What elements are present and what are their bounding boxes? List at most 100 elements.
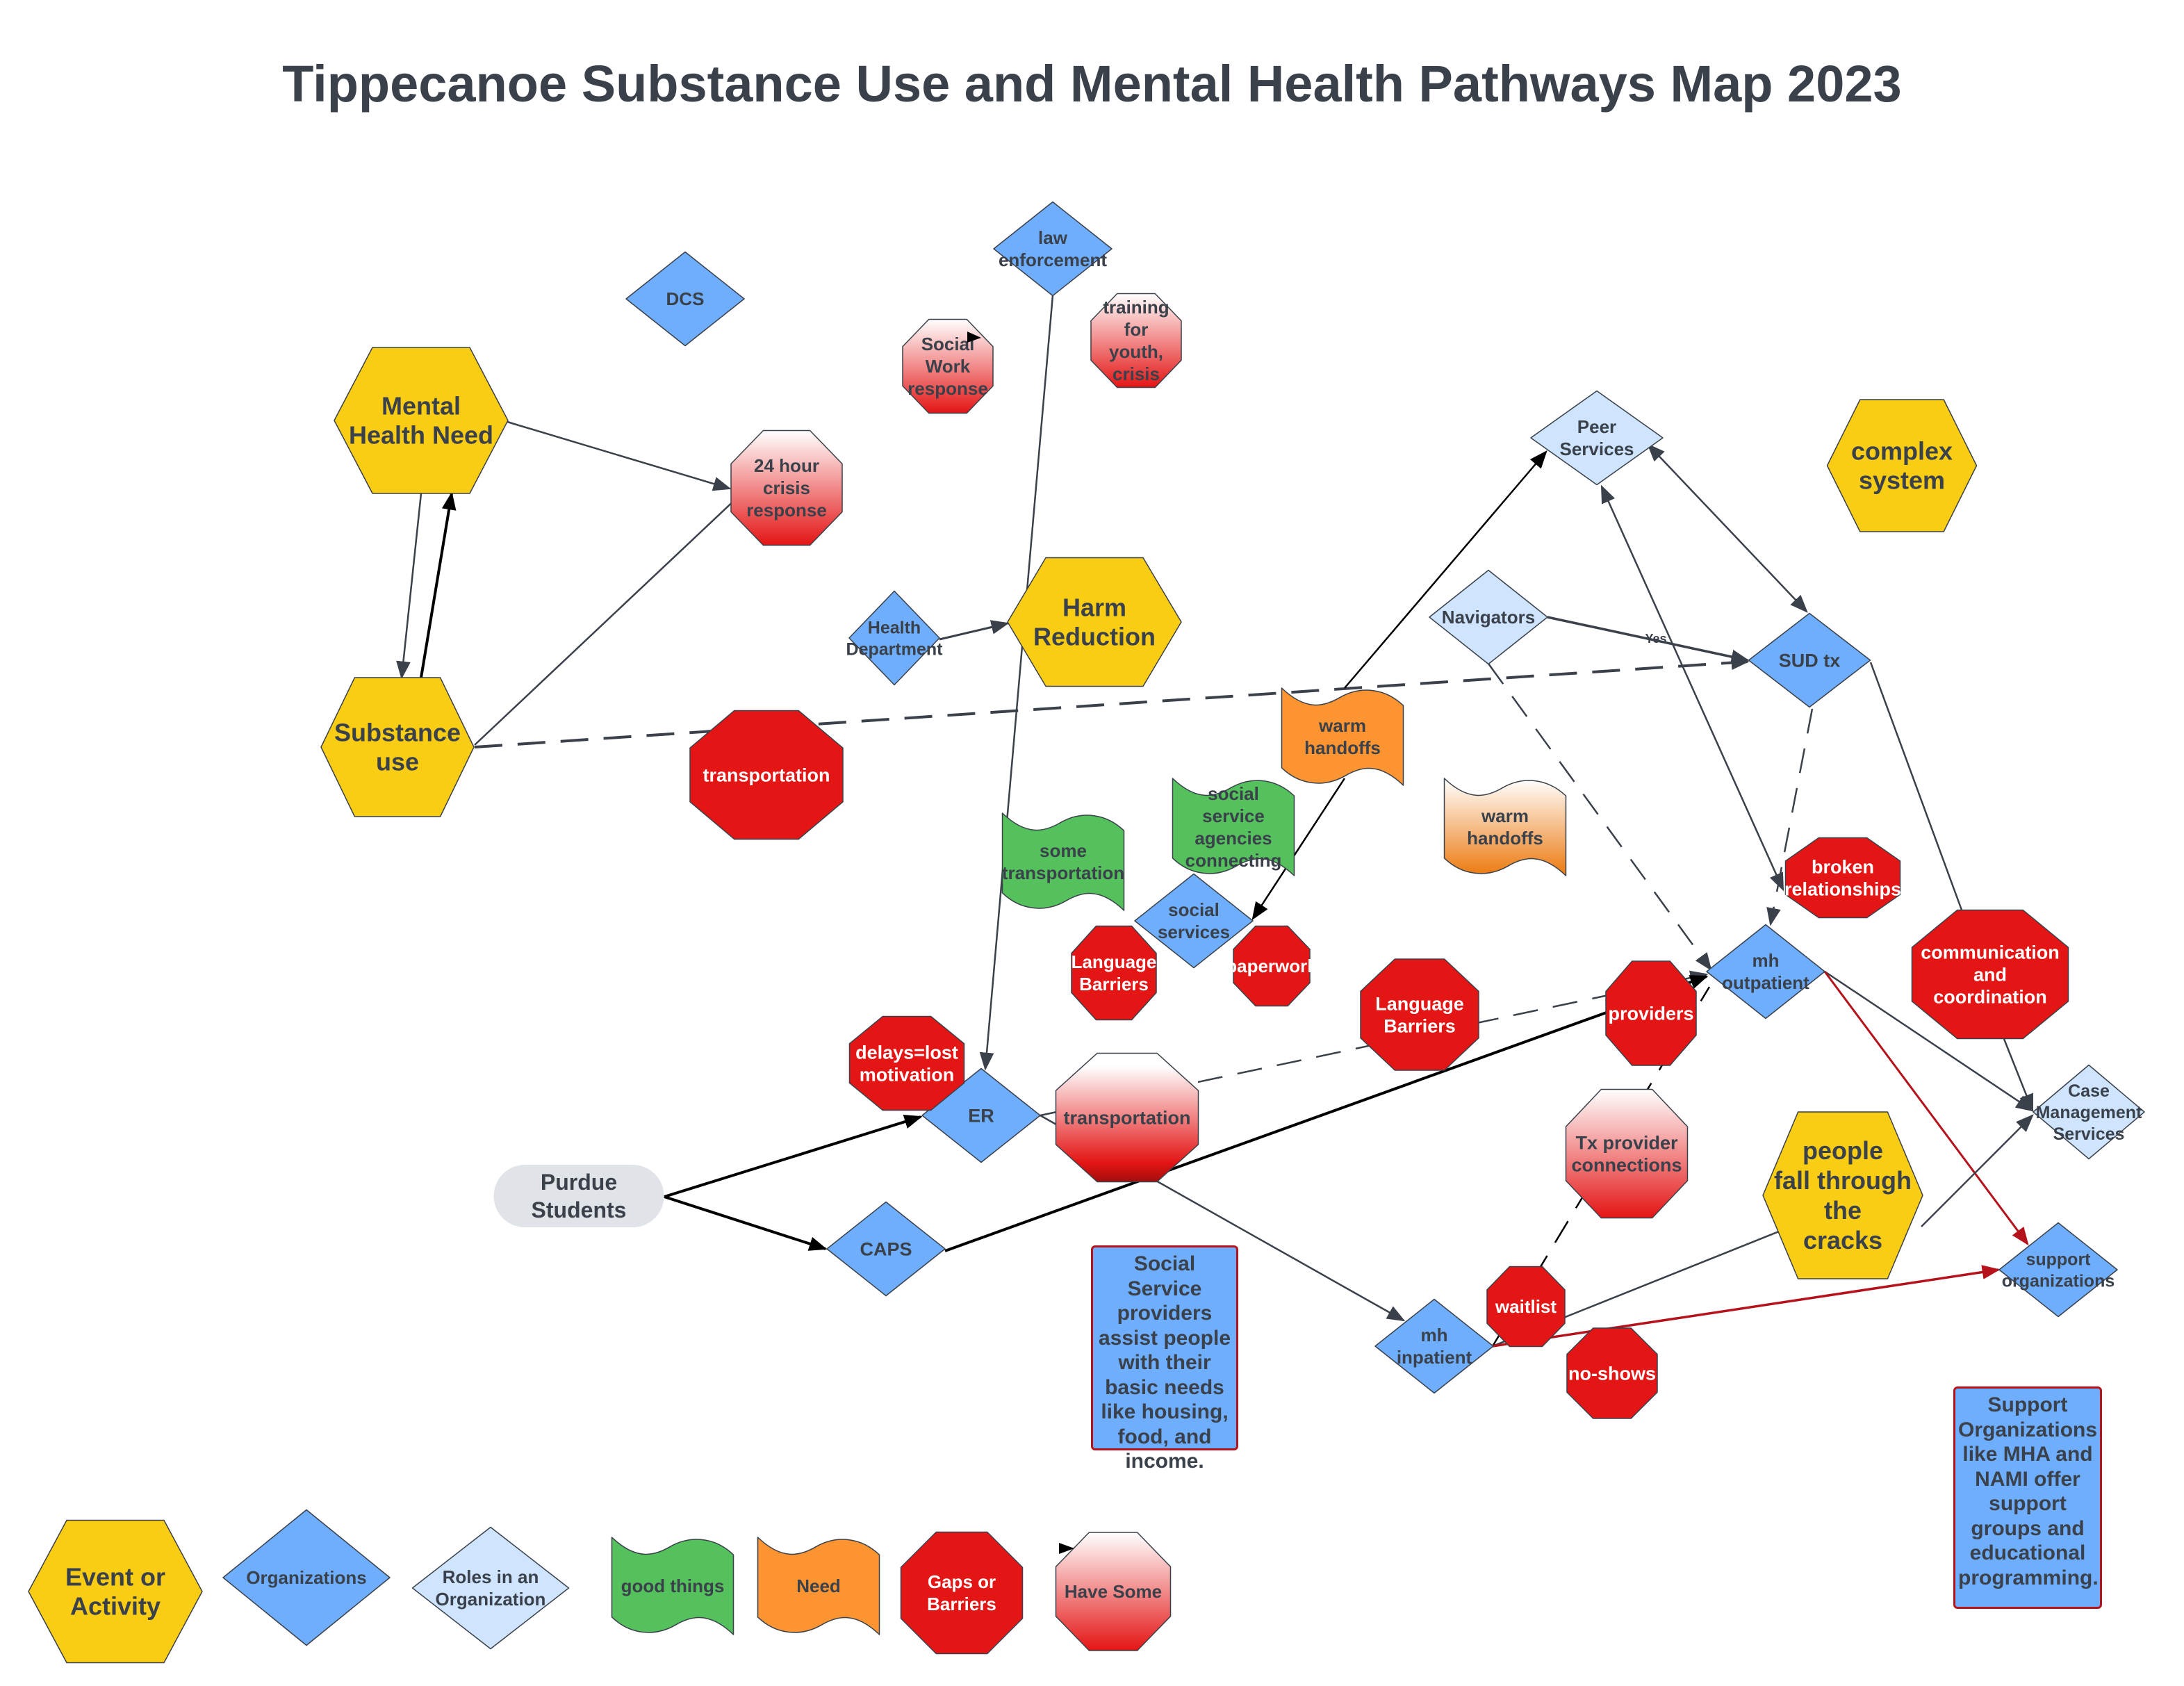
node-shape [1530,390,1664,486]
node-label: Event or [65,1563,165,1591]
node-label: coordination [1933,986,2047,1007]
legend-item-organization[interactable]: Organizations [222,1509,391,1646]
edge-cracks-to-casemgmt [1921,1114,2034,1227]
node-label: warm [1318,715,1366,736]
legend-item-need[interactable]: Need [757,1537,880,1635]
node-label: connecting [1185,850,1282,871]
node-label: transportation [1063,1107,1190,1128]
node-label: SUD tx [1779,650,1841,671]
node-label: good things [621,1575,725,1596]
node-shape [848,1015,965,1111]
edge-mhneed-to-substance [396,493,422,680]
edge-mhout-to-supportorgs-red [1823,971,2029,1246]
node-label: Peer [1577,416,1616,437]
node-shape [411,1526,570,1650]
node-label: delays=lost [855,1042,958,1063]
node-label: agencies [1194,828,1272,849]
node-label: connections [1571,1154,1682,1175]
node-shape [1486,1266,1566,1348]
node-label: Health Need [349,421,493,450]
node-transportation-gap[interactable]: transportation [689,710,844,840]
node-label: Language [1072,951,1157,972]
node-shape [1429,569,1548,665]
node-shape [848,590,940,686]
node-dcs[interactable]: DCS [625,251,745,347]
node-sud-tx[interactable]: SUD tx [1748,612,1871,708]
edge-mhinpatient-to-supportorgs-red [1492,1265,2001,1348]
node-no-shows[interactable]: no-shows [1566,1327,1658,1419]
node-shape [1748,612,1871,708]
node-shape [625,251,745,347]
node-label: Services [1560,439,1634,459]
node-label: Department [846,639,944,659]
legend-item-have-some[interactable]: Have Some [1055,1532,1172,1651]
node-providers[interactable]: providers [1605,960,1697,1066]
node-label: for [1124,319,1149,340]
node-label: social [1208,783,1259,804]
legend-item-good[interactable]: good things [611,1537,734,1635]
node-label: training [1103,297,1169,318]
node-paperwork[interactable]: paperwork [1226,925,1317,1007]
note-social-service: Social Service providers assist people w… [1091,1245,1238,1473]
node-caps[interactable]: CAPS [826,1201,946,1297]
node-shape [493,1165,664,1227]
node-label: fall through [1774,1166,1912,1195]
node-label: organizations [2002,1271,2115,1291]
node-label: response [746,500,827,521]
node-label: response [908,378,988,399]
node-transport-gradient[interactable]: transportation [1055,1052,1199,1183]
node-label: service [1202,805,1265,826]
node-label: relationships [1784,878,1901,899]
node-shape [334,347,509,494]
node-shape [320,677,475,817]
node-label: ER [968,1105,994,1126]
node-label: outpatient [1722,972,1809,993]
node-shape [1055,1532,1172,1651]
node-label: Barriers [1384,1015,1456,1036]
node-label: crisis [1112,363,1160,384]
node-label: Management [2036,1103,2142,1122]
node-shape [611,1537,734,1635]
note-support-organizations: Support Organizations like MHA and NAMI … [1953,1386,2102,1609]
node-label: Case [2068,1081,2110,1101]
node-label: youth, [1109,341,1163,362]
node-label: Need [796,1575,841,1596]
node-waitlist[interactable]: waitlist [1486,1266,1566,1348]
node-label: Purdue [541,1170,617,1195]
node-navigators[interactable]: Navigators [1429,569,1548,665]
node-label: and [1973,964,2007,985]
node-label: no-shows [1568,1363,1656,1384]
node-label: paperwork [1226,956,1317,976]
